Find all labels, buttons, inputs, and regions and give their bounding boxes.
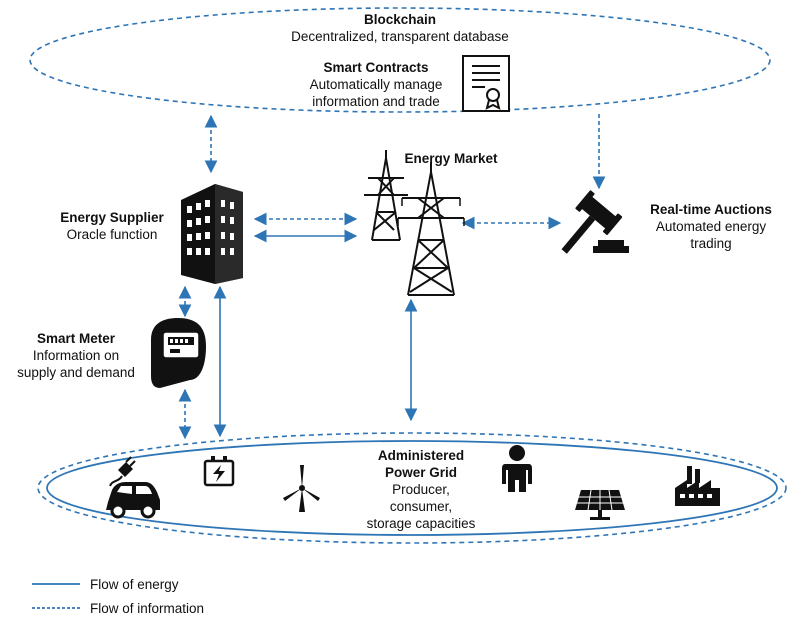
blockchain-ellipse [29, 7, 771, 113]
power-grid-title1: Administered [377, 448, 465, 463]
blockchain-subtitle: Decentralized, transparent database [291, 29, 509, 44]
auctions-title: Real-time Auctions [650, 202, 772, 217]
blockchain-title: Blockchain [363, 12, 437, 27]
flow-arrows [178, 114, 606, 440]
power-grid-label: Administered Power Grid Producer, consum… [360, 447, 482, 532]
solar-panel-icon [575, 489, 625, 520]
energy-market-title: Energy Market [404, 151, 498, 166]
blockchain-label: Blockchain Decentralized, transparent da… [250, 11, 550, 45]
legend-energy-label: Flow of energy [90, 577, 179, 592]
energy-supplier-title: Energy Supplier [60, 210, 164, 225]
smart-meter-line1: Information on [32, 348, 120, 363]
legend-information-label: Flow of information [90, 601, 205, 616]
auctions-label: Real-time Auctions Automated energy trad… [636, 201, 786, 252]
smart-meter-label: Smart Meter Information on supply and de… [8, 330, 144, 381]
energy-supplier-subtitle: Oracle function [66, 227, 158, 242]
energy-supplier-label: Energy Supplier Oracle function [52, 209, 172, 243]
smart-meter-icon [151, 318, 206, 388]
smart-contracts-label: Smart Contracts Automatically manage inf… [296, 59, 456, 110]
smart-meter-title: Smart Meter [36, 331, 116, 346]
factory-icon [675, 466, 720, 506]
gavel-icon [561, 190, 629, 254]
power-grid-outer-ellipse [37, 432, 787, 544]
power-grid-title2: Power Grid [384, 465, 457, 480]
document-certificate-icon [462, 55, 510, 112]
power-grid-line2: consumer, [389, 499, 453, 514]
power-grid-line3: storage capacities [366, 516, 476, 531]
wind-turbine-icon [283, 465, 320, 512]
smart-contracts-title: Smart Contracts [323, 60, 429, 75]
smart-contracts-line1: Automatically manage [309, 77, 443, 92]
smart-meter-line2: supply and demand [17, 365, 135, 380]
electric-car-icon [106, 456, 160, 519]
power-grid-line1: Producer, [392, 482, 450, 497]
smart-contracts-line2: information and trade [312, 94, 440, 109]
office-building-icon [181, 184, 243, 284]
auctions-line2: trading [690, 236, 732, 251]
auctions-line1: Automated energy [655, 219, 767, 234]
battery-icon [203, 456, 235, 487]
person-icon [502, 445, 532, 492]
power-pylon-icon [364, 150, 465, 296]
power-grid-inner-ellipse [46, 440, 778, 536]
